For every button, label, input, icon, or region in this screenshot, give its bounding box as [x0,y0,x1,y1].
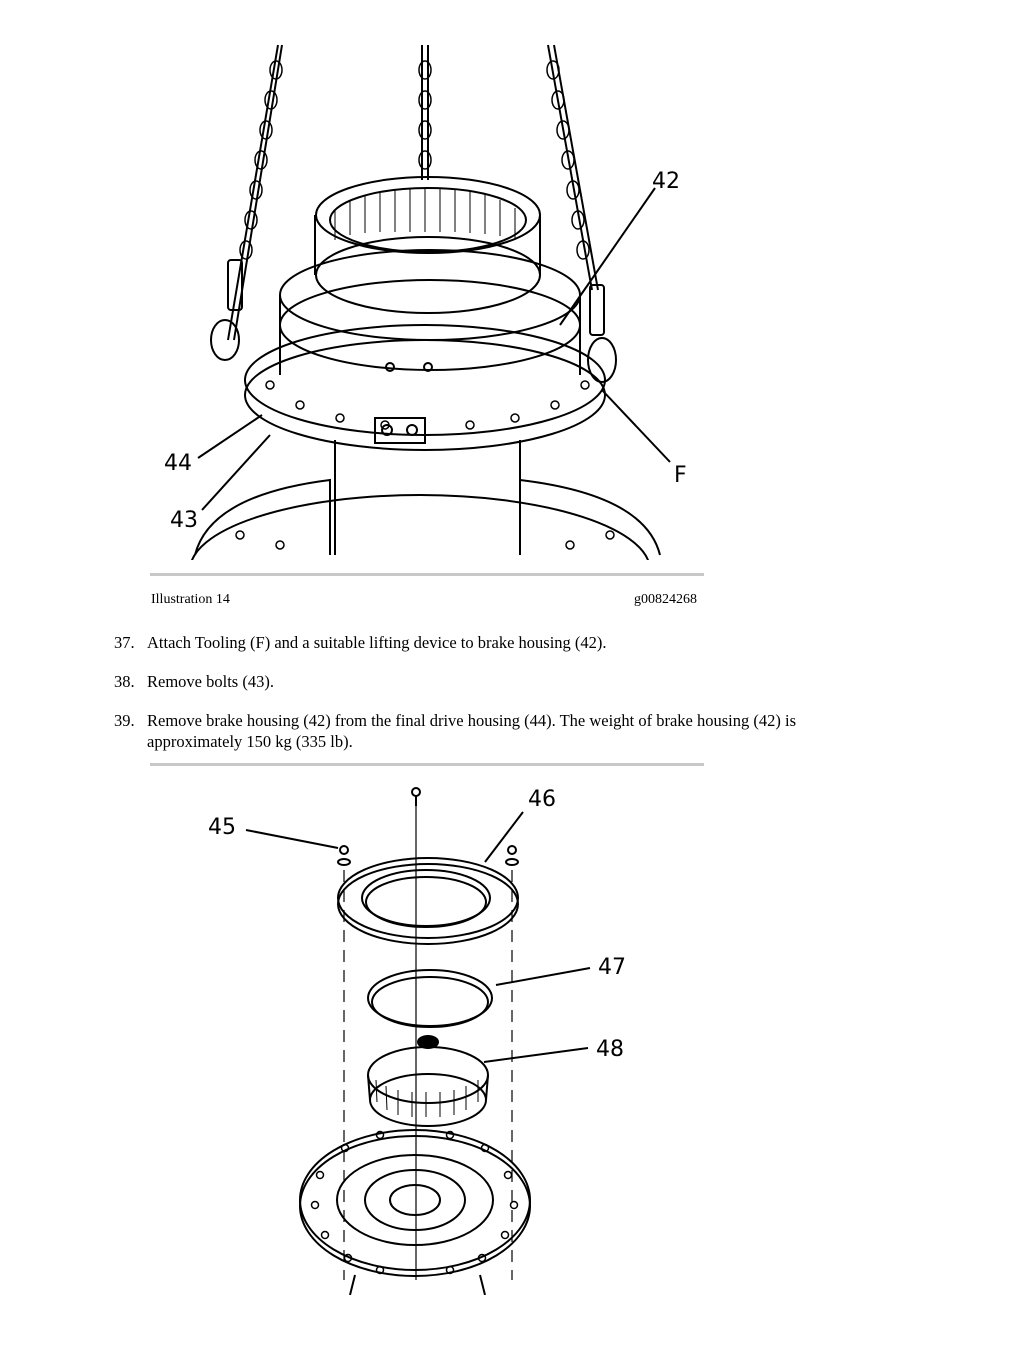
callout-44: 44 [164,451,192,476]
step-number: 39. [114,711,135,730]
callout-48: 48 [596,1037,624,1062]
figure-top-rule [150,763,704,766]
chain-right [547,44,599,291]
step-number: 38. [114,672,135,691]
chain-center [421,45,429,180]
callout-45: 45 [208,815,236,840]
illustration-code: g00824268 [634,592,697,607]
illustration-brake-housing-lift: 42 F 44 43 [164,44,687,560]
callout-43: 43 [170,508,198,533]
step-text: Attach Tooling (F) and a suitable liftin… [147,633,607,652]
illustration-exploded-view: 45 46 47 48 [208,787,626,1295]
illustration-label: Illustration 14 [151,592,230,607]
step-number: 37. [114,633,135,652]
callout-47: 47 [598,955,626,980]
step-text: Remove brake housing (42) from the final… [147,711,797,751]
callout-f: F [674,463,687,488]
callout-46: 46 [528,787,556,812]
step-text: Remove bolts (43). [147,672,274,691]
chain-left [227,44,283,341]
callout-42: 42 [652,169,680,194]
caption-top-rule [150,573,704,576]
